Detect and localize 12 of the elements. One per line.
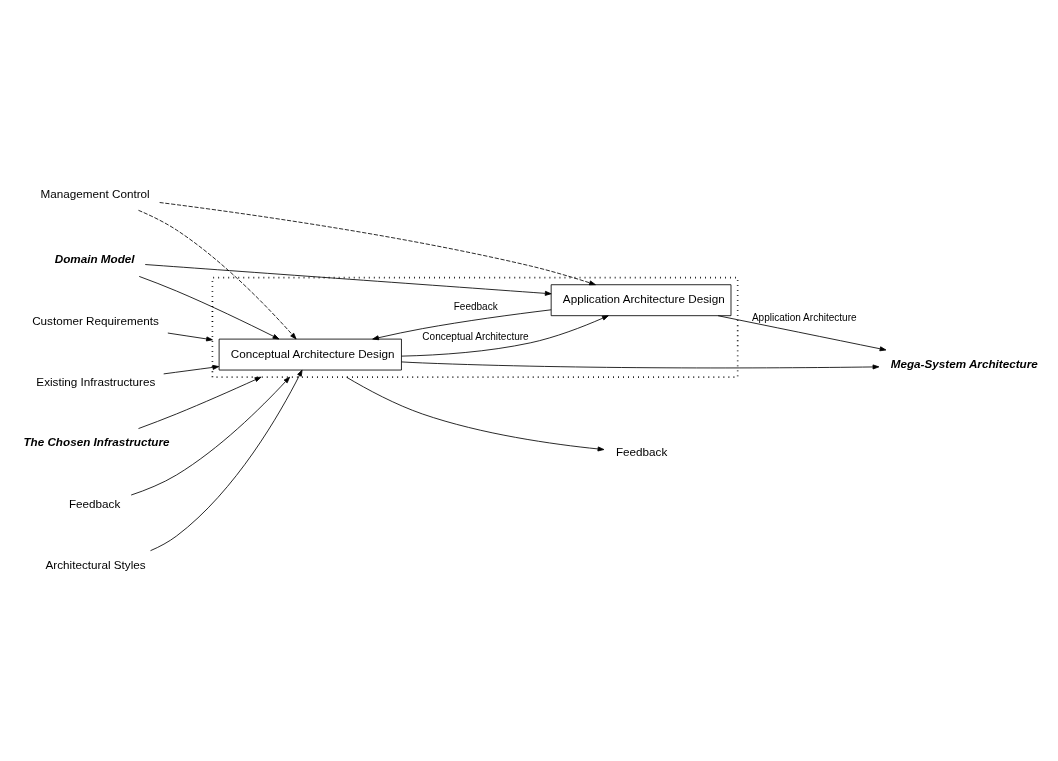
edge-label: Feedback bbox=[453, 300, 498, 312]
node-text: Feedback bbox=[68, 497, 121, 511]
node-text: Architectural Styles bbox=[45, 558, 146, 572]
node-text: The Chosen Infrastructure bbox=[23, 435, 170, 449]
node-text: Management Control bbox=[40, 186, 150, 200]
node-text: Feedback bbox=[615, 444, 668, 458]
edge-label: Conceptual Architecture bbox=[422, 331, 529, 343]
node-text: Domain Model bbox=[54, 252, 135, 266]
edge-label: Application Architecture bbox=[751, 311, 857, 323]
node-text: Mega-System Architecture bbox=[890, 356, 1038, 370]
node-text: Customer Requirements bbox=[32, 314, 159, 328]
node-text: Existing Infrastructures bbox=[36, 375, 156, 389]
